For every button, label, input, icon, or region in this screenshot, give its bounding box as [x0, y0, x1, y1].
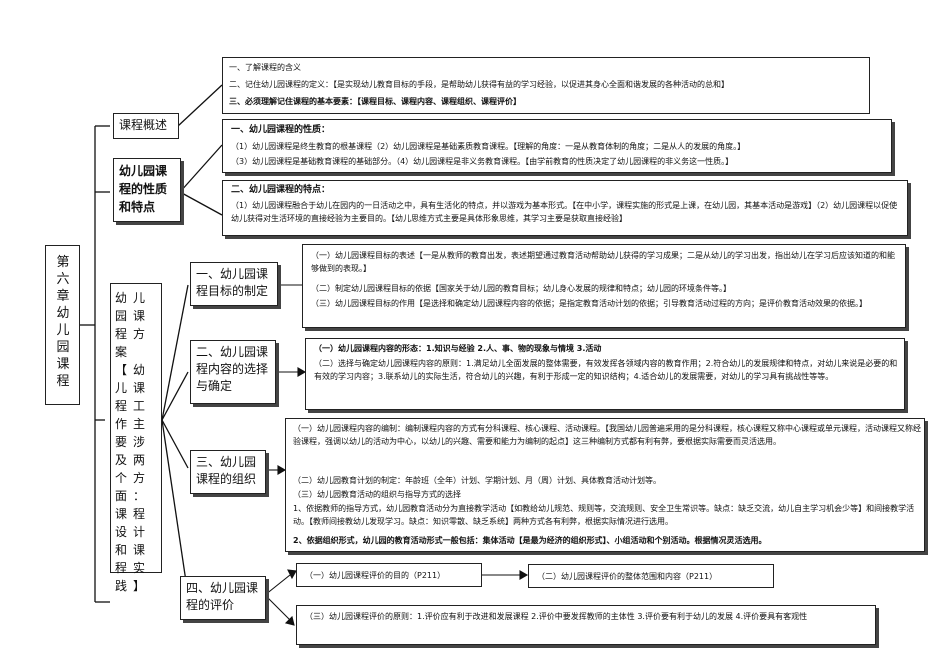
section2-nature-line-1: （1）幼儿园课程是终生教育的根基课程（2）幼儿园课程是基础素质教育课程。【理解的…: [231, 142, 746, 151]
section1-line-2: 二、记住幼儿园课程的定义：【是实现幼儿教育目标的手段，是帮助幼儿获得有益的学习经…: [229, 80, 729, 89]
sub3-detail-box: （一）幼儿园课程内容的编制：编制课程内容的方式有分科课程、核心课程、活动课程。【…: [285, 418, 925, 552]
sub4-item1-box: （一）幼儿园课程评价的目的（P211）: [296, 563, 482, 587]
sub2-title: 二、幼儿园课程内容的选择与确定: [196, 345, 269, 393]
sub3-line-3: （三）幼儿园教育活动的组织与指导方式的选择: [293, 490, 461, 499]
sub1-line-1: （一）幼儿园课程目标的表述【一是从教师的教育出发，表述期望通过教育活动帮助幼儿获…: [311, 251, 895, 273]
section3-title: 幼儿园课程方案【幼儿课程工作主要涉及两个方面：课程设计和课程实践】: [115, 291, 152, 593]
sub3-title: 三、幼儿园课程的组织: [196, 455, 257, 486]
section2-feature-line-1: （1）幼儿园课程融合于幼儿在园内的一日活动之中，具有生活化的特点，并以游戏为基本…: [231, 201, 898, 223]
section1-line-3: 三、必须理解记住课程的基本要素：【课程目标、课程内容、课程组织、课程评价】: [229, 97, 521, 106]
sub1-line-3: （三）幼儿园课程目标的作用【是选择和确定幼儿园课程内容的依据；是指定教育活动计划…: [311, 299, 867, 308]
sub2-line-2: （二）选择与确定幼儿园课程内容的原则：1.满足幼儿全面发展的整体需要，有效发挥各…: [314, 359, 898, 381]
root-title: 第六章幼儿园课程: [56, 255, 70, 389]
sub3-line-2: （二）幼儿园教育计划的制定：年龄班（全年）计划、学期计划、月（周）计划、具体教育…: [293, 476, 661, 485]
section2-nature-line-2: （3）幼儿园课程是基础教育课程的基础部分。（4）幼儿园课程是非义务教育课程。【由…: [231, 157, 734, 166]
sub4-item2: （二）幼儿园课程评价的整体范围和内容（P211）: [537, 572, 718, 581]
sub1-node: 一、幼儿园课程目标的制定: [190, 262, 278, 306]
section2-feature-title: 二、幼儿园课程的特点：: [231, 185, 331, 195]
section1-detail-box: 一、了解课程的含义 二、记住幼儿园课程的定义：【是实现幼儿教育目标的手段，是帮助…: [222, 57, 870, 114]
sub2-detail-box: （一）幼儿园课程内容的形态：1.知识与经验 2.人、事、物的现象与情境 3.活动…: [305, 338, 905, 410]
section1-title: 课程概述: [119, 118, 168, 132]
section1-node: 课程概述: [113, 113, 179, 139]
section2-nature-box: 一、幼儿园课程的性质： （1）幼儿园课程是终生教育的根基课程（2）幼儿园课程是基…: [222, 119, 892, 173]
section2-nature-title: 一、幼儿园课程的性质：: [231, 125, 331, 135]
section2-node: 幼儿园课程的性质和特点: [113, 158, 181, 222]
sub4-node: 四、幼儿园课程的评价: [180, 576, 266, 620]
sub2-node: 二、幼儿园课程内容的选择与确定: [190, 340, 276, 404]
sub1-line-2: （二）制定幼儿园课程目标的依据【国家关于幼儿园的教育目标；幼儿身心发展的规律和特…: [311, 284, 731, 293]
section2-title: 幼儿园课程的性质和特点: [119, 164, 168, 214]
sub1-title: 一、幼儿园课程目标的制定: [196, 267, 269, 298]
sub2-line-1: （一）幼儿园课程内容的形态：1.知识与经验 2.人、事、物的现象与情境 3.活动: [314, 344, 602, 353]
section1-line-1: 一、了解课程的含义: [229, 63, 301, 72]
section3-node: 幼儿园课程方案【幼儿课程工作主要涉及两个方面：课程设计和课程实践】: [110, 283, 162, 593]
sub4-item1: （一）幼儿园课程评价的目的（P211）: [305, 571, 446, 580]
sub3-line-1: （一）幼儿园课程内容的编制：编制课程内容的方式有分科课程、核心课程、活动课程。【…: [293, 424, 921, 446]
sub4-item2-box: （二）幼儿园课程评价的整体范围和内容（P211）: [528, 564, 774, 588]
sub3-line-5: 2、依据组织形式，幼儿园的教育活动形式一般包括：集体活动【是最为经济的组织形式】…: [293, 536, 767, 545]
sub4-title: 四、幼儿园课程的评价: [186, 581, 259, 612]
sub3-node: 三、幼儿园课程的组织: [190, 450, 266, 494]
sub4-item3: （三）幼儿园课程评价的原则：1.评价应有利于改进和发展课程 2.评价中要发挥教师…: [305, 612, 808, 621]
sub1-detail-box: （一）幼儿园课程目标的表述【一是从教师的教育出发，表述期望通过教育活动帮助幼儿获…: [302, 244, 906, 328]
sub4-item3-box: （三）幼儿园课程评价的原则：1.评价应有利于改进和发展课程 2.评价中要发挥教师…: [296, 605, 876, 645]
section2-feature-box: 二、幼儿园课程的特点： （1）幼儿园课程融合于幼儿在园内的一日活动之中，具有生活…: [222, 180, 908, 236]
sub3-line-4: 1、依据教师的指导方式，幼儿园教育活动分为直接教学活动【如教给幼儿规范、规则等，…: [293, 504, 915, 526]
root-node: 第六章幼儿园课程: [45, 245, 80, 405]
